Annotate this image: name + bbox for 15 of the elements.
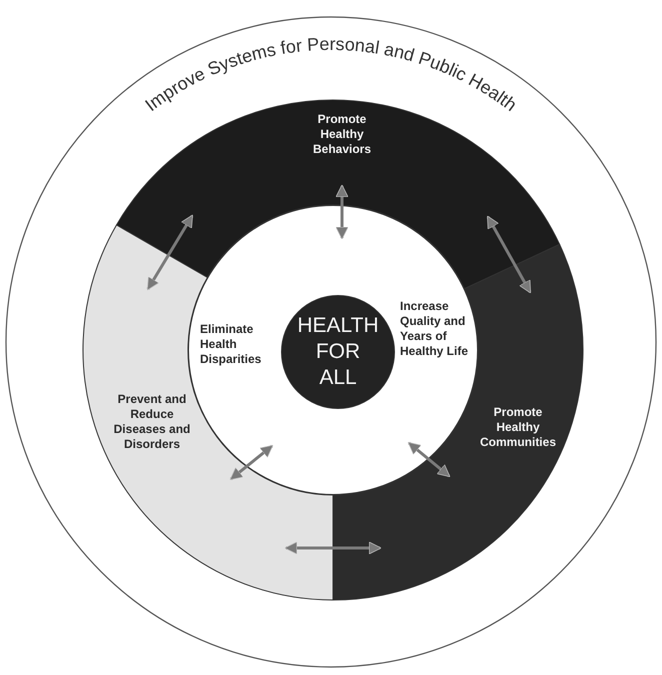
double-arrow	[146, 214, 194, 290]
double-arrow	[284, 542, 382, 554]
segment-label: Prevent and Reduce Diseases and Disorders	[112, 392, 192, 452]
double-arrow	[230, 444, 274, 480]
center-label: HEALTH FOR ALL	[296, 312, 380, 392]
segment-label: Promote Healthy Behaviors	[312, 112, 372, 157]
double-arrow	[486, 216, 532, 294]
double-arrow	[408, 442, 450, 478]
outer-circle	[5, 16, 657, 668]
double-arrow	[336, 184, 348, 240]
goal-label: Increase Quality and Years of Healthy Life	[400, 299, 470, 359]
center-circle	[281, 295, 395, 409]
goal-label: Eliminate Health Disparities	[200, 322, 262, 367]
inner-circle	[188, 205, 478, 495]
segment-label: Promote Healthy Communities	[478, 405, 557, 450]
